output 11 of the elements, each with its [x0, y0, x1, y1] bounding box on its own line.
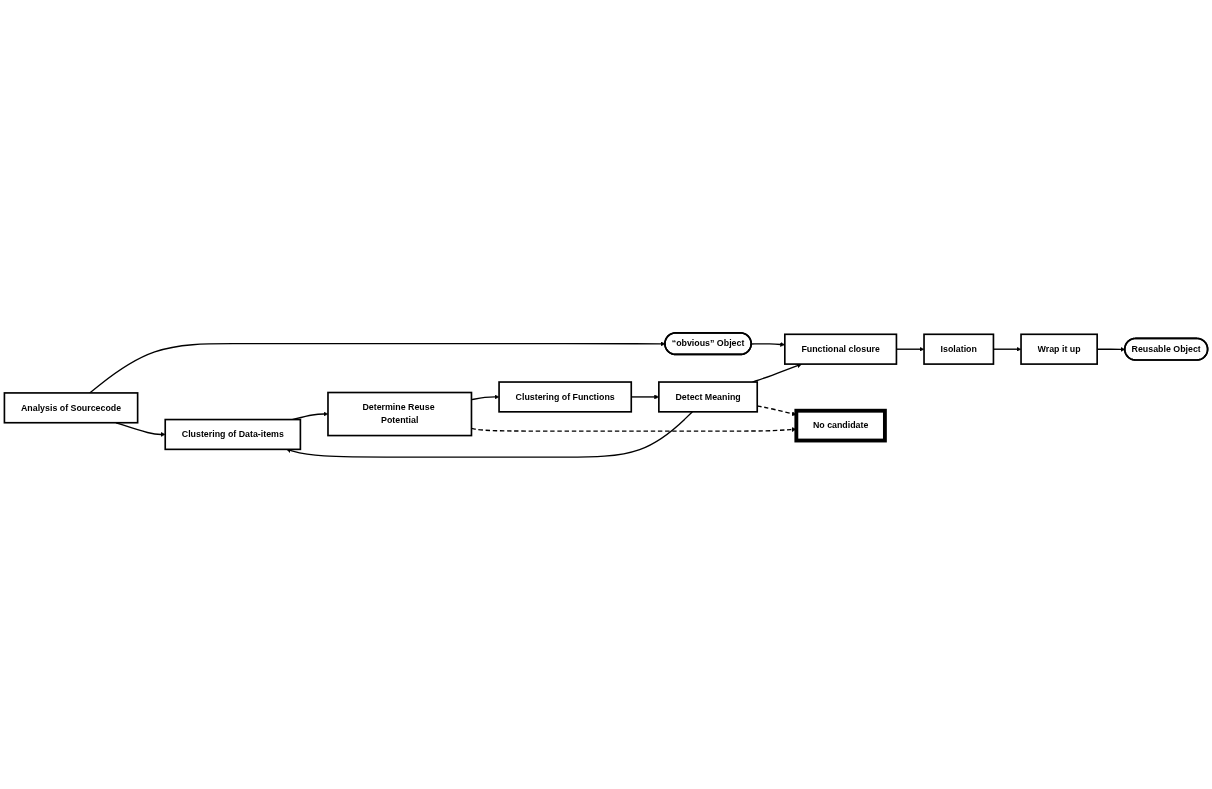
node-box: No candidate	[794, 408, 887, 442]
node-box: Isolation	[923, 332, 995, 365]
node-box: Functional closure	[784, 332, 898, 365]
node-box: Analysis of Sourcecode	[3, 391, 139, 424]
node-box: Clustering of Data-items	[164, 418, 302, 450]
node-box: Clustering of Functions	[498, 380, 633, 413]
node-box: Determine Reuse Potential	[327, 391, 473, 436]
node-box: Detect Meaning	[658, 380, 759, 413]
node-box: Wrap it up	[1020, 332, 1098, 365]
arrow	[286, 410, 694, 458]
arrow	[89, 340, 666, 394]
